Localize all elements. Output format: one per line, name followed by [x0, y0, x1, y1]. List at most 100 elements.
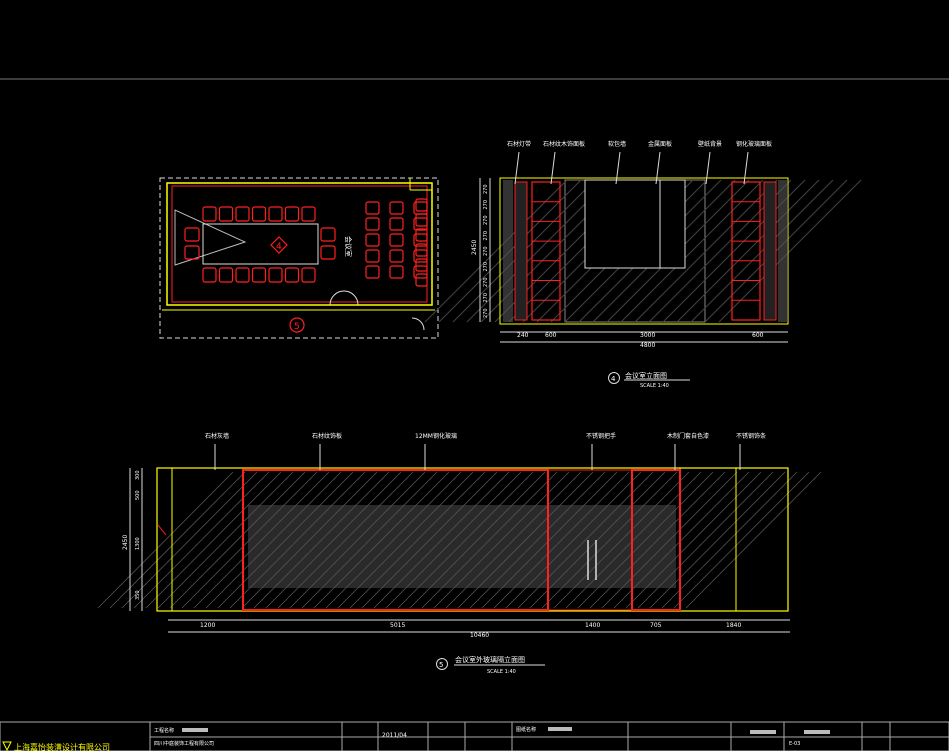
elev5-hatch-line: [385, 471, 522, 609]
chair-row-0-4: [365, 265, 380, 279]
elev4-hatch-line: [620, 179, 764, 323]
elev5-hatch-line: [349, 471, 486, 609]
elev5-height-dim: 2450: [122, 535, 129, 550]
elev5-hatch-line: [145, 471, 282, 609]
elev5-hatch-line: [397, 471, 534, 609]
elev4-vdim: 270: [483, 293, 489, 303]
chair-row-0-3: [365, 249, 380, 263]
elev5-hatch-line: [541, 471, 678, 609]
elev5-hatch-line: [613, 471, 750, 609]
elev5-hatch-line: [217, 471, 354, 609]
floor-plan: 4 会议室 5: [159, 177, 439, 339]
elev5-hatch-line: [241, 471, 378, 609]
elev5-vdim: 1300: [135, 537, 141, 550]
chair-bottom-0: [202, 267, 217, 283]
elev5-leader-lines: [214, 444, 741, 470]
titleblock-dividers: [149, 722, 949, 751]
chair-top-6: [301, 206, 316, 222]
elev5-dim: 5015: [390, 622, 405, 629]
elev4-left-shelving: [531, 181, 561, 321]
elev4-hatch-line: [424, 179, 568, 323]
plan-door-swing-left: [329, 290, 345, 306]
elev5-hatch-line: [421, 471, 558, 609]
elev5-title-marker: [436, 658, 448, 670]
elev4-scale: SCALE 1:40: [640, 383, 669, 389]
elev5-hatch-line: [685, 471, 822, 609]
chair-row-1-0: [389, 201, 404, 215]
elev5-break-mark: [157, 524, 167, 536]
client-name: 四川中庭装饰工程有限公司: [154, 740, 214, 747]
conference-table: [202, 223, 319, 265]
elev5-hatch-line: [445, 471, 582, 609]
chair-side-0: [415, 198, 428, 212]
elev4-dim: 600: [545, 332, 557, 339]
chair-bottom-1: [218, 267, 234, 283]
elev5-hatch-line: [121, 471, 258, 609]
elev4-hatch-line: [634, 179, 778, 323]
company-logo-icon: [2, 741, 12, 751]
chair-bottom-6: [301, 267, 316, 283]
conference-chairs: [184, 198, 428, 287]
elev4-right-shelving: [731, 181, 761, 321]
elev5-hatch-line: [289, 471, 426, 609]
elev5-side-glass-frame: [631, 469, 681, 611]
elev5-hatch-line: [97, 471, 234, 609]
elev4-vdim: 270: [483, 184, 489, 194]
chair-row-1-1: [389, 217, 404, 231]
elev5-hatch-line: [361, 471, 498, 609]
elev5-hatch-line: [337, 471, 474, 609]
elev5-callout: 不锈钢饰条: [736, 432, 766, 440]
plan-section-marker-5: [289, 317, 305, 333]
plan-marker-5-label: 5: [294, 322, 300, 332]
elev5-hatch-line: [493, 471, 630, 609]
chair-row-2-3: [413, 249, 428, 263]
elev5-hatch-line: [481, 471, 618, 609]
elev4-callout: 软包墙: [608, 140, 626, 148]
elev5-hatch-line: [205, 471, 342, 609]
elev5-hatch-line: [505, 471, 642, 609]
elev5-hatch-line: [193, 471, 330, 609]
chair-side-5: [415, 273, 428, 287]
elev4-dim: 3000: [640, 332, 655, 339]
elev5-hatch-line: [229, 471, 366, 609]
elev5-callout: 不锈钢把手: [586, 432, 616, 440]
chair-end-left-1: [184, 227, 200, 242]
company-name: 上海嘉怡装潢设计有限公司: [14, 742, 110, 751]
elev4-vdim: 270: [483, 246, 489, 256]
chair-row-2-4: [413, 265, 428, 279]
elev4-leader: [743, 151, 749, 185]
elev4-leader: [705, 151, 711, 185]
chair-top-1: [218, 206, 234, 222]
elev5-title-number: 5: [439, 661, 443, 669]
elev4-vdim: 270: [483, 277, 489, 287]
elev5-total-dim: 10460: [470, 632, 489, 639]
elev5-hatch-line: [181, 471, 318, 609]
plan-outer-boundary: [159, 177, 439, 339]
elev4-left-column: [514, 181, 528, 321]
chair-top-2: [235, 206, 250, 222]
chair-top-3: [251, 206, 267, 222]
chair-bottom-2: [235, 267, 250, 283]
elev5-dim: 705: [650, 622, 662, 629]
elev4-dim: 240: [517, 332, 529, 339]
elev5-hatch-line: [277, 471, 414, 609]
elev5-stone-band: [248, 505, 676, 588]
elev5-hatch-line: [409, 471, 546, 609]
elev4-vdim: 270: [483, 231, 489, 241]
chair-row-0-2: [365, 233, 380, 247]
elev4-callout-texts: 石材灯带石材纹木饰面板软包墙金属面板壁纸背景钢化玻璃面板: [507, 140, 772, 148]
elev5-hatch-line: [517, 471, 654, 609]
elev5-hatch-line: [637, 471, 774, 609]
elev4-title: 会议室立面图: [625, 371, 667, 380]
chair-top-4: [268, 206, 283, 222]
elev5-vdim: 350: [135, 590, 141, 600]
elev4-leader: [655, 151, 661, 185]
elev5-hatch-line: [577, 471, 714, 609]
elev4-vdim: 270: [483, 200, 489, 210]
elev4-callout: 金属面板: [648, 140, 672, 148]
elev5-hatch-line: [373, 471, 510, 609]
elev4-callout: 钢化玻璃面板: [736, 140, 772, 148]
